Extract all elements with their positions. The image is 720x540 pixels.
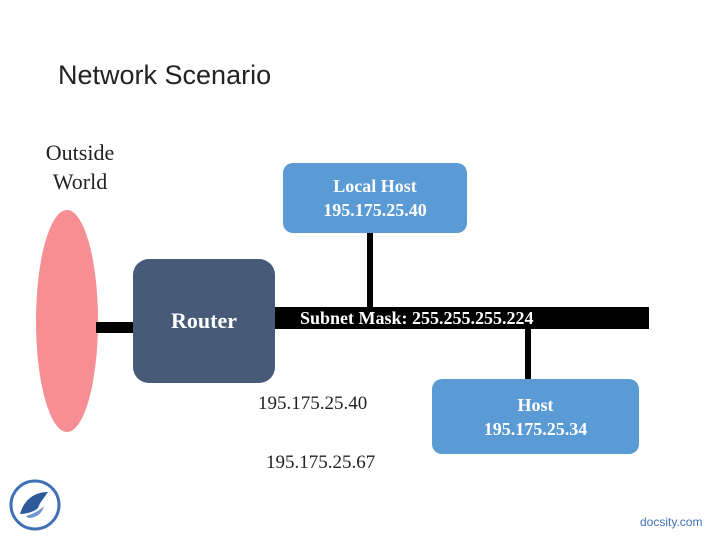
- docsity-logo-icon: [8, 478, 62, 532]
- subnet-bus-line: [274, 307, 649, 329]
- host-label: Host: [517, 394, 554, 415]
- local-host-address: 195.175.25.40: [323, 200, 427, 220]
- router-node: Router: [133, 259, 275, 383]
- footer-url[interactable]: docsity.com: [640, 515, 703, 529]
- slide-title: Network Scenario: [58, 60, 272, 90]
- address-label-1: 195.175.25.40: [258, 393, 368, 414]
- subnet-mask-label: Subnet Mask: 255.255.255.224: [300, 308, 534, 328]
- outside-world-label-line2: World: [52, 169, 108, 194]
- host-node: Host 195.175.25.34: [432, 379, 639, 454]
- address-label-2: 195.175.25.67: [266, 452, 376, 473]
- connector-line-outside-router: [96, 322, 136, 333]
- outside-world-ellipse: [36, 210, 98, 432]
- connector-line-local-host: [367, 228, 373, 310]
- outside-world-label-line1: Outside: [45, 140, 115, 165]
- local-host-label: Local Host: [333, 176, 417, 196]
- router-label: Router: [171, 308, 237, 333]
- outside-world-label: Outside World: [22, 138, 138, 196]
- local-host-node: Local Host 195.175.25.40: [283, 163, 467, 233]
- connector-line-host: [525, 327, 531, 381]
- host-address: 195.175.25.34: [483, 418, 588, 439]
